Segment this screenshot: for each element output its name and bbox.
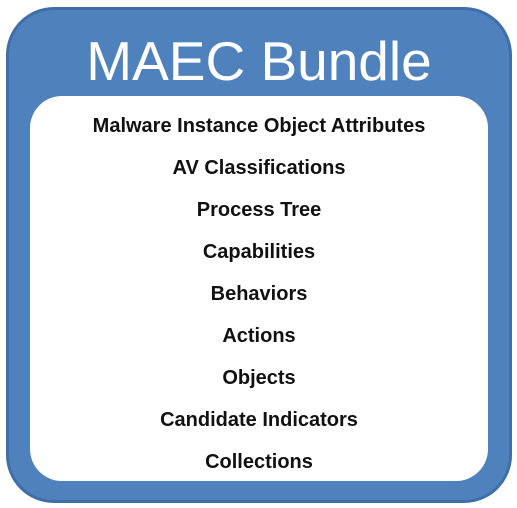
component-process-tree: Process Tree — [196, 199, 322, 221]
component-av-classifications: AV Classifications — [172, 157, 346, 179]
component-behaviors: Behaviors — [210, 283, 308, 305]
maec-bundle-box: MAEC Bundle Malware Instance Object Attr… — [6, 7, 512, 503]
bundle-title: MAEC Bundle — [86, 30, 432, 92]
bundle-contents-panel: Malware Instance Object Attributes AV Cl… — [30, 96, 488, 481]
component-capabilities: Capabilities — [202, 241, 316, 263]
component-objects: Objects — [222, 367, 296, 389]
component-actions: Actions — [222, 325, 296, 347]
component-collections: Collections — [205, 451, 313, 473]
component-list: Malware Instance Object Attributes AV Cl… — [30, 105, 488, 483]
component-candidate-indicators: Candidate Indicators — [160, 409, 358, 431]
component-malware-instance-object-attributes: Malware Instance Object Attributes — [92, 115, 426, 137]
